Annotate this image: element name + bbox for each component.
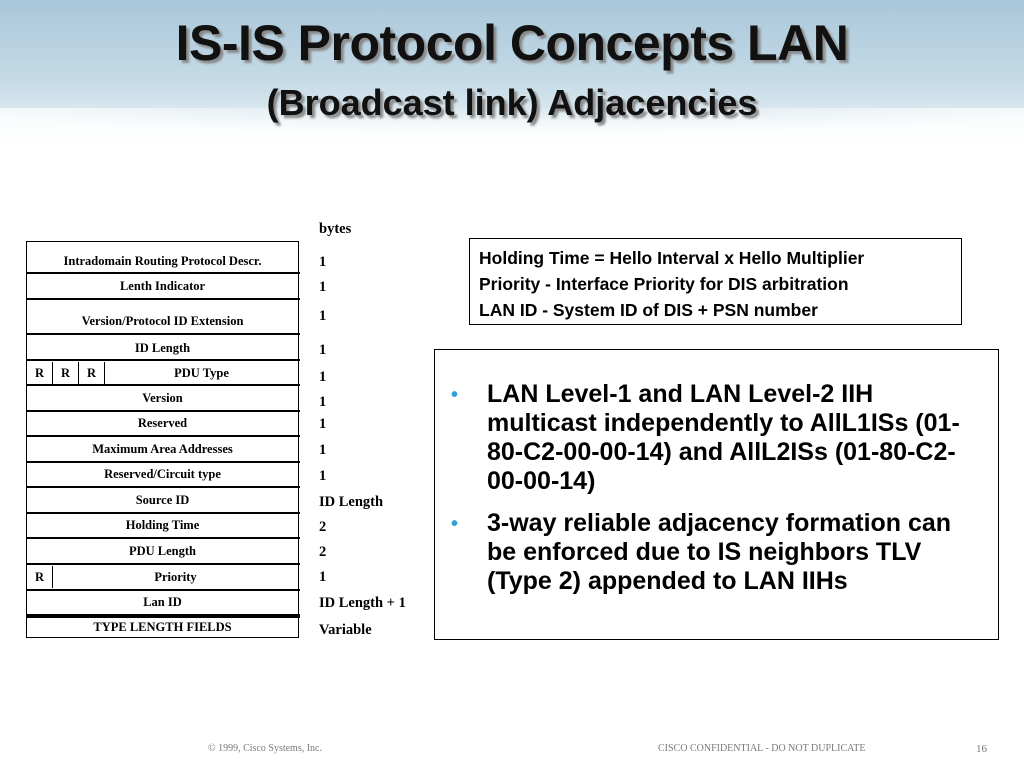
pdu-field-bytes: Variable — [319, 622, 372, 638]
pdu-field-row: R Priority — [27, 566, 298, 588]
field-separator — [26, 563, 300, 565]
pdu-field-row: TYPE LENGTH FIELDS — [27, 617, 298, 637]
reserved-bit-cell: R — [79, 362, 105, 384]
reserved-bit-cell: R — [27, 362, 53, 384]
definitions-box: Holding Time = Hello Interval x Hello Mu… — [469, 238, 962, 325]
pdu-field-bytes: 1 — [319, 254, 327, 270]
pdu-field-row: Holding Time — [27, 514, 298, 536]
field-separator — [26, 410, 300, 412]
pdu-field-label: PDU Length — [128, 543, 197, 558]
pdu-field-label: Maximum Area Addresses — [92, 441, 233, 456]
pdu-field-bytes: ID Length + 1 — [319, 595, 406, 611]
field-separator — [26, 486, 300, 488]
pdu-field-bytes: 1 — [319, 569, 327, 585]
slide-title: IS-IS Protocol Concepts LAN — [175, 15, 849, 71]
pdu-field-label: TYPE LENGTH FIELDS — [93, 619, 232, 634]
pdu-field-bytes: 1 — [319, 416, 327, 432]
footer-copyright: © 1999, Cisco Systems, Inc. — [208, 743, 322, 754]
field-separator — [26, 537, 300, 539]
page-number: 16 — [976, 743, 987, 755]
pdu-field-row: Intradomain Routing Protocol Descr. — [27, 250, 298, 272]
definition-holding-time: Holding Time = Hello Interval x Hello Mu… — [479, 248, 865, 268]
bullet-text: LAN Level-1 and LAN Level-2 IIH multicas… — [487, 380, 960, 495]
pdu-field-row: PDU Length — [27, 540, 298, 562]
bullet-item: • 3-way reliable adjacency formation can… — [451, 509, 984, 596]
pdu-field-row: Version — [27, 387, 298, 409]
header-band — [0, 0, 1024, 150]
pdu-field-row: Version/Protocol ID Extension — [27, 309, 298, 334]
reserved-bit-cell: R — [27, 566, 53, 588]
field-separator — [26, 384, 300, 386]
pdu-field-label: PDU Type — [174, 365, 229, 380]
pdu-field-bytes: 1 — [319, 342, 327, 358]
pdu-field-bytes: 1 — [319, 308, 327, 324]
pdu-field-row: Reserved — [27, 412, 298, 434]
field-separator — [26, 333, 300, 335]
bullet-icon: • — [451, 513, 459, 535]
pdu-field-label: Intradomain Routing Protocol Descr. — [63, 253, 262, 268]
field-separator — [26, 512, 300, 514]
pdu-field-row: Lan ID — [27, 591, 298, 613]
field-separator — [26, 359, 300, 361]
field-separator — [26, 298, 300, 300]
pdu-field-bytes: 2 — [319, 544, 327, 560]
pdu-field-row: Maximum Area Addresses — [27, 438, 298, 460]
pdu-field-label: Lan ID — [143, 594, 182, 609]
pdu-field-bytes: 1 — [319, 394, 327, 410]
pdu-field-label: Priority — [154, 569, 197, 584]
field-separator — [26, 272, 300, 274]
pdu-field-label: Reserved/Circuit type — [104, 466, 221, 481]
bullet-text: 3-way reliable adjacency formation can b… — [487, 509, 952, 595]
pdu-field-bytes: 1 — [319, 442, 327, 458]
pdu-field-label: ID Length — [134, 340, 191, 355]
pdu-field-label: Version/Protocol ID Extension — [81, 314, 244, 328]
definition-priority: Priority - Interface Priority for DIS ar… — [479, 274, 849, 294]
bullet-box: • LAN Level-1 and LAN Level-2 IIH multic… — [434, 349, 999, 640]
pdu-field-row: Lenth Indicator — [27, 275, 298, 298]
pdu-field-row: ID Length — [27, 337, 298, 359]
pdu-field-row: Source ID — [27, 489, 298, 511]
definition-lan-id: LAN ID - System ID of DIS + PSN number — [479, 300, 818, 320]
bullet-icon: • — [451, 384, 459, 406]
pdu-field-label: Source ID — [135, 492, 190, 507]
field-separator — [26, 461, 300, 463]
footer-confidential: CISCO CONFIDENTIAL - DO NOT DUPLICATE — [658, 743, 866, 754]
pdu-field-row: Reserved/Circuit type — [27, 463, 298, 485]
pdu-format-diagram — [26, 241, 299, 638]
pdu-field-label: Version — [142, 390, 183, 405]
pdu-field-bytes: ID Length — [319, 494, 384, 510]
pdu-field-bytes: 1 — [319, 468, 327, 484]
pdu-field-bytes: 2 — [319, 519, 327, 535]
pdu-field-bytes: 1 — [319, 279, 327, 295]
pdu-field-label: Reserved — [137, 415, 188, 430]
field-separator — [26, 435, 300, 437]
field-separator — [26, 589, 300, 591]
reserved-bit-cell: R — [53, 362, 79, 384]
pdu-field-label: Holding Time — [125, 517, 200, 532]
field-separator — [26, 614, 300, 618]
pdu-field-label: Lenth Indicator — [119, 279, 206, 293]
pdu-field-bytes: 1 — [319, 369, 327, 385]
bytes-header: bytes — [319, 221, 352, 237]
bullet-item: • LAN Level-1 and LAN Level-2 IIH multic… — [451, 380, 984, 496]
slide-subtitle: (Broadcast link) Adjacencies — [266, 82, 758, 123]
